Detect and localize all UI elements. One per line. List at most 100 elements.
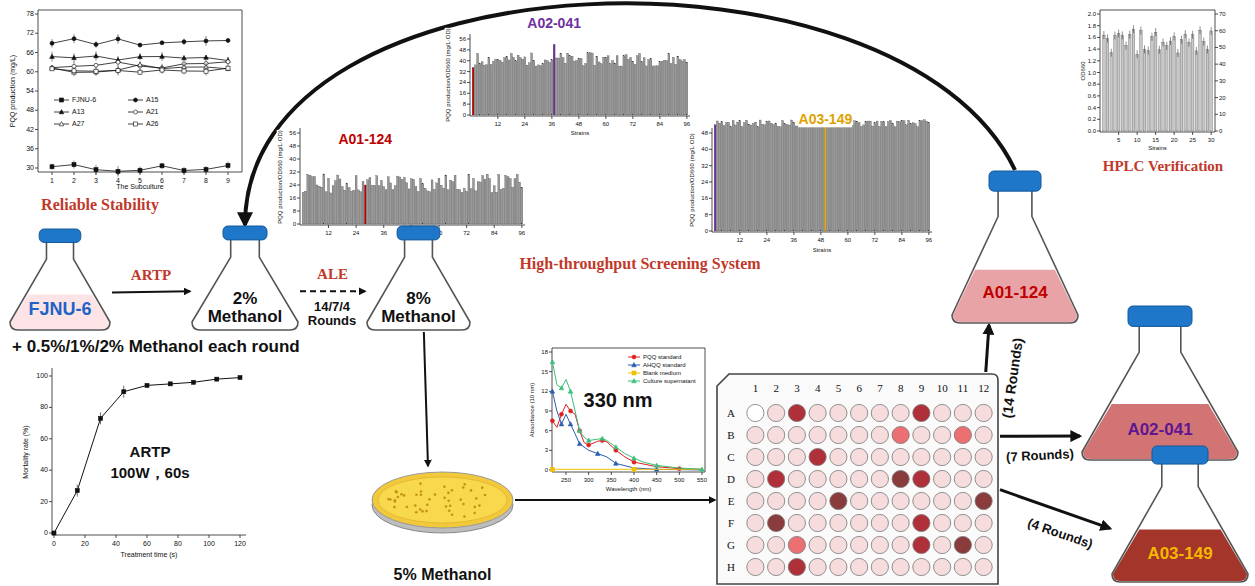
- colony: [470, 489, 473, 492]
- bar: [1191, 35, 1194, 131]
- data-marker: [60, 98, 64, 102]
- bar: [490, 64, 492, 115]
- colony: [473, 512, 476, 515]
- bar: [1210, 31, 1213, 131]
- bar: [459, 190, 461, 224]
- culture-flask: A01-124: [950, 170, 1080, 325]
- flask-liquid: [11, 295, 109, 329]
- error-bar: [1188, 39, 1189, 47]
- tick-label: 48: [26, 106, 34, 114]
- axis-tick: [1215, 64, 1218, 65]
- tick-label: 0: [463, 112, 466, 119]
- chart-axis: [470, 34, 690, 116]
- bar: [923, 120, 925, 231]
- bar: [589, 53, 591, 115]
- strain-callout: A02-041: [527, 16, 581, 31]
- tick-label: 500: [674, 477, 684, 484]
- axis-tick: [611, 472, 612, 475]
- colony: [395, 490, 398, 493]
- data-marker: [94, 54, 99, 58]
- well: [809, 558, 826, 575]
- bar: [403, 177, 405, 224]
- axis-tick: [85, 535, 86, 538]
- bar: [609, 63, 611, 115]
- bar: [555, 58, 557, 115]
- tick-label: 2: [72, 177, 76, 185]
- colony: [481, 486, 484, 489]
- bar: [474, 65, 476, 115]
- bar: [560, 53, 562, 115]
- bar: [339, 179, 341, 224]
- well: [913, 426, 930, 443]
- data-marker: [600, 436, 605, 440]
- bar: [905, 125, 907, 231]
- axis-tick: [297, 159, 300, 160]
- tick-label: 24: [764, 237, 771, 244]
- tick-label: 40: [701, 146, 708, 153]
- well: [809, 514, 826, 531]
- bar: [524, 57, 526, 115]
- axis-tick: [1097, 84, 1100, 85]
- data-marker: [116, 37, 120, 41]
- bar: [770, 123, 772, 231]
- data-marker: [160, 41, 164, 45]
- axis-tick: [297, 224, 300, 225]
- bar: [316, 185, 318, 224]
- axis-tick: [467, 93, 470, 94]
- bar: [387, 177, 389, 224]
- tick-label: 36: [380, 230, 387, 237]
- axis-tick: [1174, 132, 1175, 135]
- well: [975, 470, 992, 487]
- flask-outline: [1112, 463, 1248, 582]
- bar: [813, 122, 815, 231]
- well: [851, 404, 868, 421]
- error-bar: [1185, 30, 1186, 38]
- well: [975, 536, 992, 553]
- tick-label: 80: [174, 540, 182, 548]
- well: [975, 558, 992, 575]
- flow-arrow: [515, 499, 715, 501]
- bar: [675, 64, 677, 115]
- well: [830, 514, 847, 531]
- axis-title: OD660: [1080, 61, 1087, 80]
- well: [892, 492, 909, 509]
- bar: [872, 126, 874, 231]
- bar: [314, 177, 316, 224]
- axis-tick: [467, 71, 470, 72]
- flask-liquid: [953, 270, 1077, 322]
- error-bar: [1111, 49, 1112, 57]
- data-marker: [50, 41, 54, 45]
- axis-tick: [467, 39, 470, 40]
- flask-label: 2% Methanol: [201, 290, 289, 327]
- bar: [1125, 46, 1128, 131]
- plate-index: 11: [958, 382, 969, 394]
- data-marker: [59, 122, 64, 126]
- culture-flask: 8% Methanol: [365, 225, 472, 332]
- bar: [1143, 49, 1146, 131]
- well: [934, 536, 951, 553]
- tick-label: 1.4: [1088, 46, 1096, 53]
- data-marker: [238, 376, 242, 380]
- axis-tick: [49, 470, 52, 471]
- bar: [636, 56, 638, 115]
- error-bar: [1133, 25, 1134, 33]
- well: [788, 426, 805, 443]
- data-marker: [72, 55, 77, 59]
- bar: [454, 175, 456, 224]
- tick-label: 96: [519, 230, 526, 237]
- tick-label: 5: [1117, 137, 1120, 144]
- bar: [652, 66, 654, 115]
- bar: [479, 63, 481, 115]
- bar: [413, 180, 415, 224]
- tick-label: 9: [226, 177, 230, 185]
- section-title: Reliable Stability: [41, 196, 159, 214]
- well: [871, 448, 888, 465]
- bar: [447, 190, 449, 224]
- axis-tick: [35, 110, 38, 111]
- edge-label: (14 Rounds): [1000, 337, 1026, 419]
- data-marker: [595, 451, 600, 455]
- bar: [829, 126, 831, 231]
- axis-tick: [297, 198, 300, 199]
- bar: [489, 179, 491, 224]
- axis-title: Strains: [571, 130, 590, 137]
